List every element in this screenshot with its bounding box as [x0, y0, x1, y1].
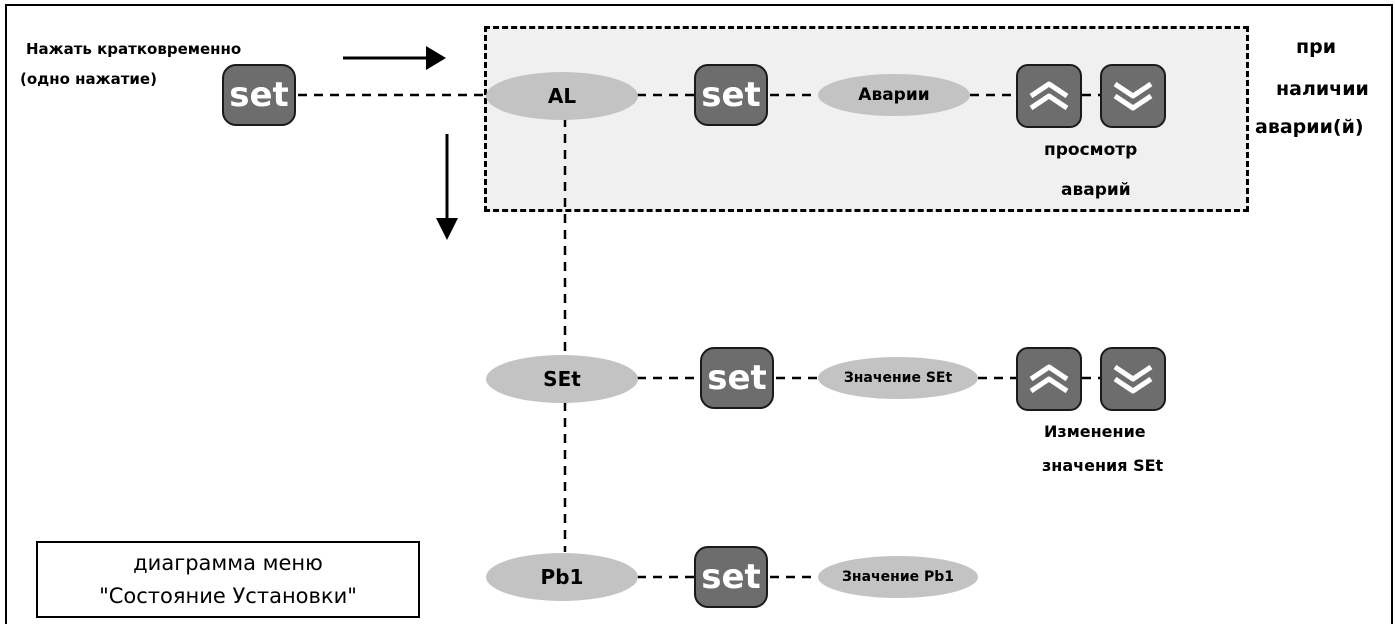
diagram-legend: диаграмма меню "Состояние Установки"	[36, 541, 420, 618]
node-al: AL	[486, 72, 638, 120]
caption-change-value-1: Изменение	[1044, 422, 1146, 441]
set-key-al: set	[694, 64, 768, 126]
legend-line-2: "Состояние Установки"	[99, 584, 357, 608]
node-pb1: Pb1	[486, 553, 638, 601]
alarm-note-line-1: при	[1296, 36, 1337, 58]
caption-view-alarms-1: просмотр	[1044, 140, 1138, 160]
set-key-set: set	[700, 347, 774, 409]
up-key-set	[1016, 347, 1082, 411]
chevron-down-icon	[1113, 364, 1153, 394]
right-arrow-icon	[343, 46, 446, 70]
set-key-pb1: set	[694, 546, 768, 608]
node-pb1-value: Значение Pb1	[818, 556, 978, 598]
caption-view-alarms-2: аварий	[1061, 180, 1131, 200]
legend-line-1: диаграмма меню	[133, 551, 323, 575]
chevron-up-icon	[1029, 81, 1069, 111]
chevron-up-icon	[1029, 364, 1069, 394]
node-alarms: Аварии	[818, 74, 970, 116]
caption-change-value-2: значения SEt	[1042, 456, 1164, 475]
chevron-down-icon	[1113, 81, 1153, 111]
instruction-line-2: (одно нажатие)	[20, 70, 157, 88]
down-arrow-icon	[436, 134, 458, 240]
up-key	[1016, 64, 1082, 128]
node-set: SEt	[486, 355, 638, 403]
instruction-line-1: Нажать кратковременно	[26, 40, 242, 58]
alarm-note-line-2: наличии	[1276, 78, 1369, 100]
set-key: set	[222, 64, 296, 126]
alarm-note-line-3: аварии(й)	[1255, 116, 1364, 138]
down-key-set	[1100, 347, 1166, 411]
node-set-value: Значение SEt	[818, 357, 978, 399]
down-key	[1100, 64, 1166, 128]
diagram-frame	[5, 4, 1393, 624]
